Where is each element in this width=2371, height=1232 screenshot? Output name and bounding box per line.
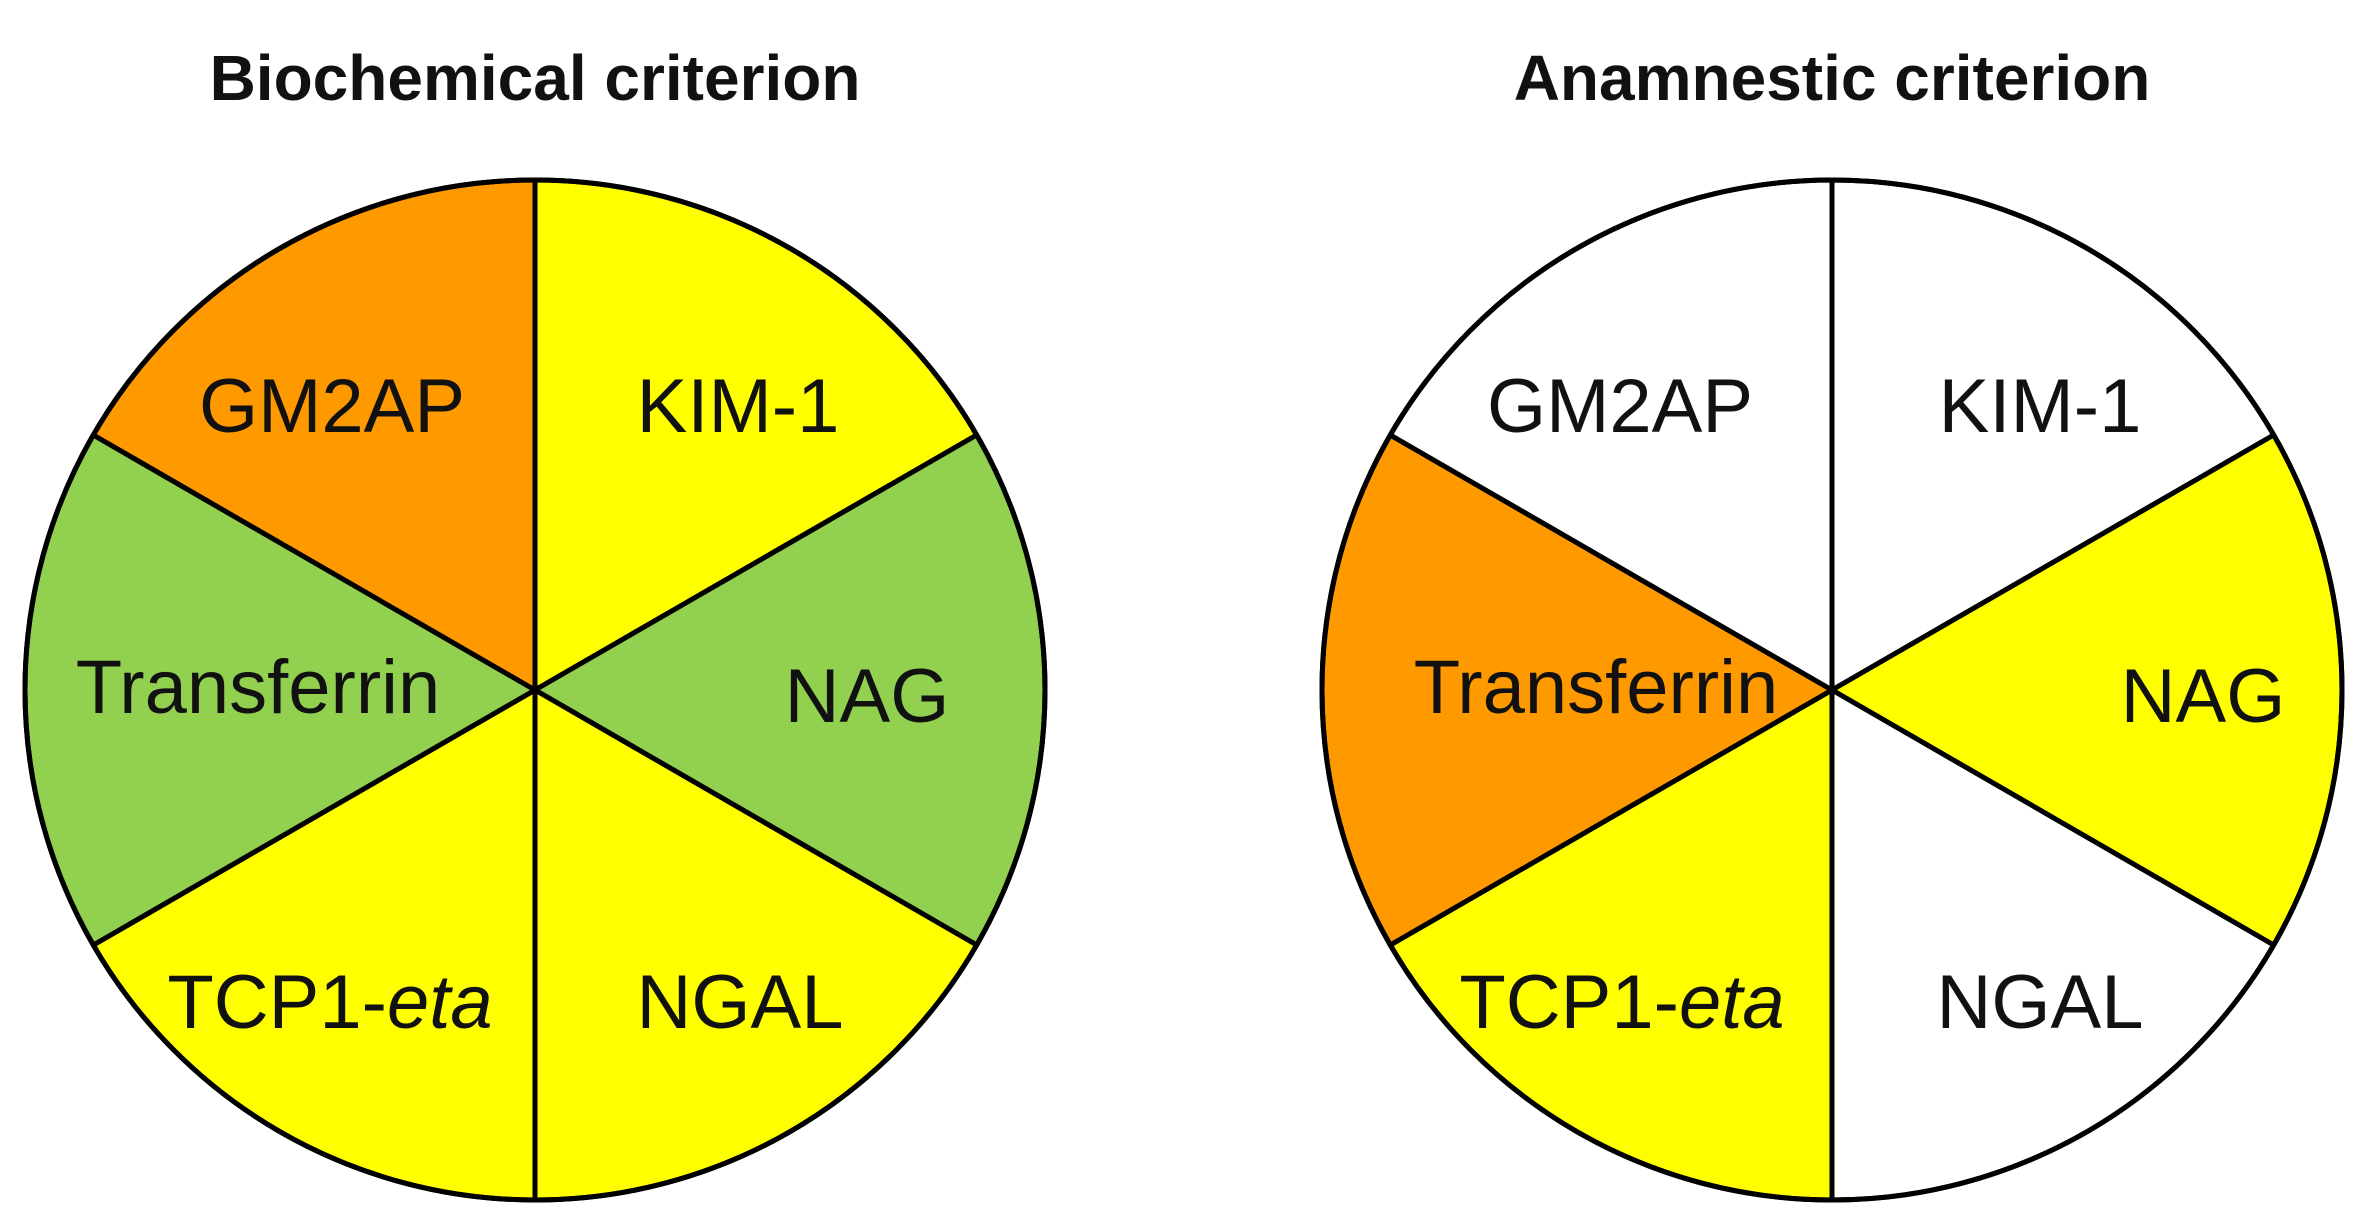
label-biochemical-kim1: KIM-1 bbox=[637, 364, 840, 449]
label-biochemical-ngal: NGAL bbox=[637, 960, 844, 1045]
label-anamnestic-kim1: KIM-1 bbox=[1939, 364, 2142, 449]
label-anamnestic-gm2ap: GM2AP bbox=[1487, 364, 1753, 449]
label-biochemical-tcp1-main: TCP1- bbox=[167, 960, 387, 1045]
label-anamnestic-tcp1: TCP1-eta bbox=[1459, 960, 1784, 1045]
panel-title-biochemical: Biochemical criterion bbox=[210, 42, 861, 114]
label-biochemical-nag: NAG bbox=[785, 654, 950, 739]
panel-anamnestic: Anamnestic criterion KIM-1 NAG NGAL TCP1… bbox=[1319, 42, 2345, 1203]
label-anamnestic-tcp1-main: TCP1- bbox=[1459, 960, 1679, 1045]
label-anamnestic-nag: NAG bbox=[2121, 654, 2286, 739]
pie-rim-anamnestic bbox=[1319, 177, 2345, 1203]
label-biochemical-gm2ap: GM2AP bbox=[199, 364, 465, 449]
labels-anamnestic: KIM-1 NAG NGAL TCP1-eta Transferrin GM2A… bbox=[1414, 364, 2286, 1045]
pie-anamnestic bbox=[1319, 177, 2345, 1203]
label-biochemical-tcp1: TCP1-eta bbox=[167, 960, 492, 1045]
panel-title-anamnestic: Anamnestic criterion bbox=[1514, 42, 2151, 114]
pie-biochemical bbox=[22, 177, 1048, 1203]
label-biochemical-tcp1-italic: eta bbox=[387, 960, 493, 1045]
label-biochemical-transferrin: Transferrin bbox=[76, 645, 441, 730]
panel-biochemical: Biochemical criterion KIM-1 NAG NGAL TCP… bbox=[22, 42, 1048, 1203]
label-anamnestic-ngal: NGAL bbox=[1937, 960, 2144, 1045]
label-anamnestic-tcp1-italic: eta bbox=[1679, 960, 1785, 1045]
label-anamnestic-transferrin: Transferrin bbox=[1414, 645, 1779, 730]
pie-rim-biochemical bbox=[22, 177, 1048, 1203]
labels-biochemical: KIM-1 NAG NGAL TCP1-eta Transferrin GM2A… bbox=[76, 364, 950, 1045]
